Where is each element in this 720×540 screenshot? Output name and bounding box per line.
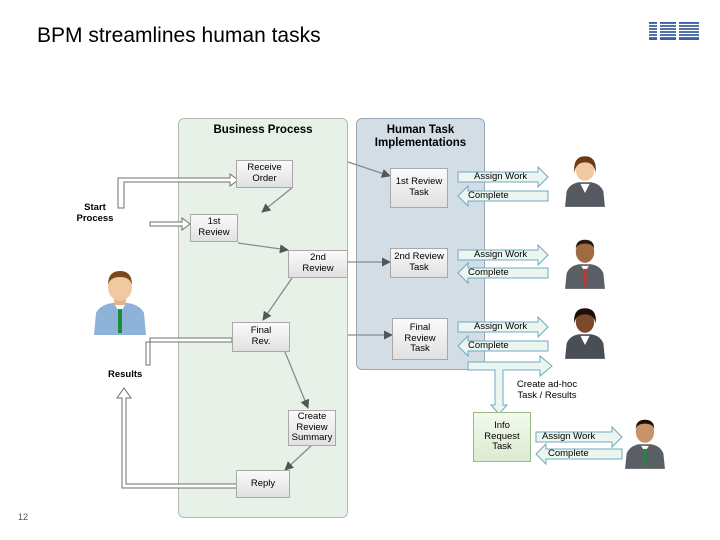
assign-work-4: Assign Work [542,431,596,442]
start-process-label: Start Process [76,202,114,224]
second-review-step[interactable]: 2nd Review [288,250,348,278]
business-process-header: Business Process [213,124,313,136]
complete-2: Complete [468,267,509,278]
person-icon [565,156,605,207]
human-task-header: Human Task Implementations [374,124,467,150]
first-review-step[interactable]: 1st Review [190,214,238,242]
person-icon [94,271,146,335]
receive-order-step[interactable]: Receive Order [236,160,293,188]
page-number: 12 [18,512,29,522]
ibm-logo [648,22,700,40]
complete-4: Complete [548,448,589,459]
reply-step[interactable]: Reply [236,470,290,498]
final-rev-step[interactable]: Final Rev. [232,322,290,352]
assign-work-3: Assign Work [474,321,528,332]
task-info-request[interactable]: Info Request Task [473,412,531,462]
assign-work-2: Assign Work [474,249,528,260]
person-icon [625,419,665,469]
person-icon [565,239,605,289]
person-icon [565,308,605,359]
complete-3: Complete [468,340,509,351]
task-first-review[interactable]: 1st Review Task [390,168,448,208]
task-second-review[interactable]: 2nd Review Task [390,248,448,278]
create-summary-step[interactable]: Create Review Summary [288,410,336,446]
results-label: Results [108,369,143,380]
assign-work-1: Assign Work [474,171,528,182]
page-title: BPM streamlines human tasks [37,24,321,47]
complete-1: Complete [468,190,509,201]
adhoc-label: Create ad-hoc Task / Results [516,379,578,401]
task-final-review[interactable]: Final Review Task [392,318,448,360]
